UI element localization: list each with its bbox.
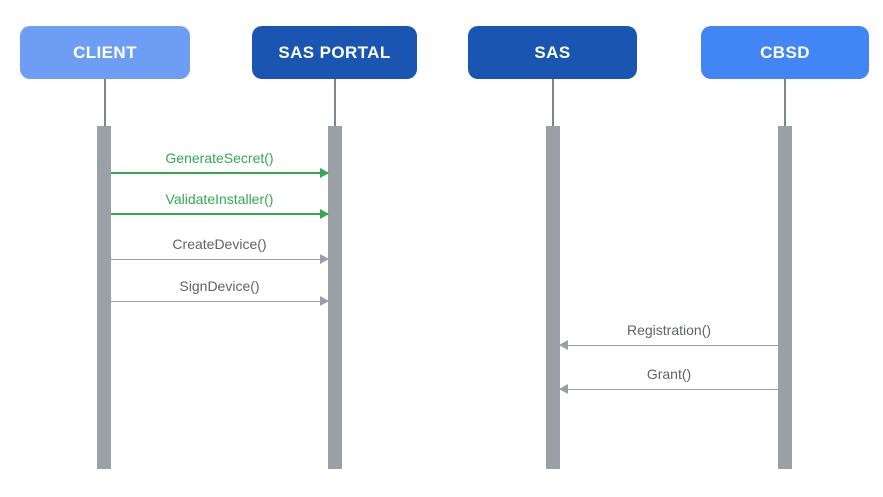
message-label: CreateDevice() — [172, 236, 267, 252]
actor-box-client: CLIENT — [20, 26, 190, 79]
message-generate-secret: GenerateSecret() — [111, 147, 329, 178]
arrowhead-left-icon — [559, 340, 568, 350]
message-sign-device: SignDevice() — [111, 275, 329, 306]
message-validate-installer: ValidateInstaller() — [111, 188, 329, 219]
message-grant: Grant() — [559, 363, 778, 394]
message-label: GenerateSecret() — [165, 150, 274, 166]
message-line — [111, 300, 328, 302]
actor-box-sas-portal: SAS PORTAL — [252, 26, 417, 79]
actor-label-client: CLIENT — [73, 42, 137, 62]
message-label: Registration() — [626, 322, 712, 338]
arrowhead-right-icon — [320, 296, 329, 306]
arrowhead-right-icon — [320, 168, 329, 178]
actor-label-sas-portal: SAS PORTAL — [278, 42, 391, 62]
actor-label-cbsd: CBSD — [760, 42, 810, 62]
activation-bar-sas-portal — [328, 126, 342, 469]
actor-box-sas: SAS — [468, 26, 637, 79]
lifeline-cbsd — [784, 79, 786, 126]
actor-box-cbsd: CBSD — [701, 26, 869, 79]
message-label: Grant() — [646, 366, 692, 382]
message-line — [560, 388, 778, 390]
lifeline-sas-portal — [334, 79, 336, 126]
arrowhead-right-icon — [320, 209, 329, 219]
message-registration: Registration() — [559, 319, 778, 350]
activation-bar-client — [97, 126, 111, 469]
activation-bar-sas — [546, 126, 560, 469]
lifeline-client — [104, 79, 106, 126]
message-create-device: CreateDevice() — [111, 233, 329, 264]
activation-bar-cbsd — [778, 126, 792, 469]
message-line — [111, 258, 328, 260]
message-line — [111, 213, 328, 215]
arrowhead-right-icon — [320, 254, 329, 264]
message-line — [111, 172, 328, 174]
message-label: SignDevice() — [179, 278, 260, 294]
message-line — [560, 344, 778, 346]
arrowhead-left-icon — [559, 384, 568, 394]
lifeline-sas — [552, 79, 554, 126]
message-label: ValidateInstaller() — [165, 191, 274, 207]
actor-label-sas: SAS — [534, 42, 571, 62]
